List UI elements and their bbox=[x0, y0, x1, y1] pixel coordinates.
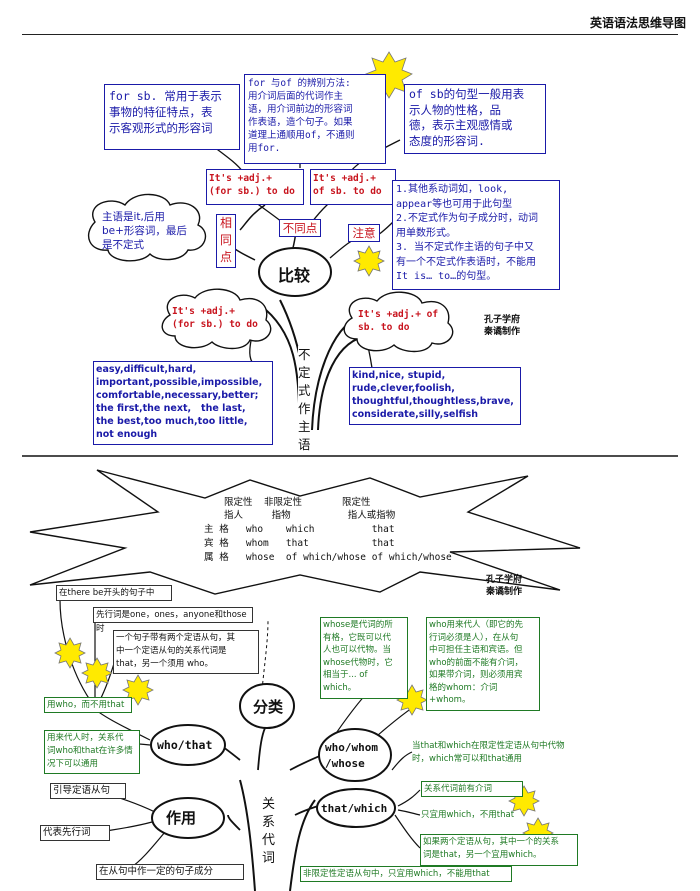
classify-label: 分类 bbox=[253, 698, 284, 716]
who-whom-explanation-box: who用来代人（即它的先 行词必须是人），在从句 中可担任主语和宾语。但 who… bbox=[426, 617, 540, 711]
antecedent-box: 先行词是one，ones，anyone和those时 bbox=[93, 607, 253, 634]
note-detail-box: 1.其他系动词如，look, appear等也可用于此句型 2.不定式作为句子成… bbox=[392, 180, 560, 290]
clause-role-box: 在从句中作一定的句子成分 bbox=[96, 864, 244, 880]
star-row-objective: 宾 格 whom that that bbox=[204, 538, 395, 549]
branch-right-4 bbox=[391, 751, 413, 771]
trunk-left bbox=[239, 779, 256, 891]
starburst-b2 bbox=[81, 657, 113, 689]
classify-ellipse bbox=[239, 683, 295, 729]
star-row-nominative: 主 格 who which that bbox=[204, 524, 395, 535]
cloud-of-text: It's +adj.+ of sb. to do bbox=[358, 309, 439, 333]
who-that-ellipse bbox=[150, 724, 226, 766]
branch-function bbox=[227, 814, 241, 831]
use-who-box: 用who，而不用that bbox=[44, 697, 132, 713]
page-header-title: 英语语法思维导图 bbox=[589, 16, 686, 30]
header-rule bbox=[22, 34, 678, 35]
same-point-box: 相 同 点 bbox=[216, 214, 236, 268]
compare-label: 比较 bbox=[278, 266, 311, 285]
branch-right-3 bbox=[394, 814, 421, 849]
that-which-label: that/which bbox=[321, 802, 388, 815]
starburst-b1 bbox=[54, 637, 86, 669]
credit-bottom: 孔子学府 秦谲制作 bbox=[486, 575, 523, 597]
of-sb-box: of sb的句型一般用表 示人物的性格，品 德，表示主观感情或 态度的形容词. bbox=[404, 84, 546, 154]
infinitive-subject-trunk: 不 定 式 作 主 语 bbox=[298, 346, 311, 454]
trunk-right bbox=[289, 799, 316, 891]
note-box-label: 注意 bbox=[348, 224, 380, 242]
subject-cloud-shape bbox=[87, 193, 207, 262]
starburst-note bbox=[353, 245, 385, 277]
branch-who-whom bbox=[289, 754, 323, 771]
who-that-label: who/that bbox=[157, 738, 213, 752]
who-that-explanation-box: 用来代人时，关系代 词who和that在许多情 况下可以通用 bbox=[44, 730, 140, 774]
whose-explanation-box: whose是代词的所 有格，它既可以代 人也可以代物。当 whose代物时，它 … bbox=[320, 617, 408, 699]
branch-classify bbox=[257, 727, 266, 771]
two-clauses-which-box: 如果两个定语从句，其中一个的关系 词是that，另一个宜用which。 bbox=[420, 834, 578, 866]
dashed-link bbox=[261, 619, 269, 691]
credit-top: 孔子学府 秦谲制作 bbox=[484, 315, 521, 337]
function-label: 作用 bbox=[166, 809, 197, 827]
adjectives-for-box: easy,difficult,hard, important,possible,… bbox=[93, 361, 273, 445]
star-row-possessive: 属 格 whose of which/whose of which/whose bbox=[204, 552, 452, 563]
lead-clause-box: 引导定语从句 bbox=[50, 783, 126, 799]
preposition-before-box: 关系代词前有介词 bbox=[421, 781, 523, 797]
branch-right-2 bbox=[397, 809, 421, 816]
branch-for-pattern bbox=[239, 204, 266, 231]
represent-antecedent-box: 代表先行词 bbox=[40, 825, 110, 841]
relative-pronoun-trunk: 关 系 代 词 bbox=[262, 796, 276, 868]
for-sb-box: for sb. 常用于表示 事物的特征特点，表 示客观形式的形容词 bbox=[104, 84, 240, 150]
cloud-for-shape bbox=[161, 288, 272, 350]
cloud-for-text: It's +adj.+ (for sb.) to do bbox=[172, 306, 258, 330]
only-which-text: 只宜用which，不用that bbox=[421, 810, 515, 820]
that-which-ellipse bbox=[316, 788, 396, 828]
cloud-of-shape bbox=[343, 291, 454, 353]
star-row-restrictive: 限定性 非限定性 限定性 bbox=[224, 497, 371, 508]
compare-ellipse bbox=[258, 247, 332, 297]
who-whom-whose-label: who/whom /whose bbox=[325, 741, 378, 770]
for-of-distinguish-box: for 与of 的辨别方法: 用介词后面的代词作主 语，用介词前边的形容词 作表… bbox=[244, 74, 386, 164]
who-whom-ellipse bbox=[318, 728, 392, 782]
two-clauses-who-box: 一个句子带有两个定语从句，其 中一个定语从句的关系代词是 that，另一个须用 … bbox=[113, 630, 259, 674]
nonrestrictive-which-box: 非限定性定语从句中，只宜用which，不能用that bbox=[300, 866, 512, 882]
that-which-note: 当that和which在限定性定语从句中代物 时，which常可以和that通用 bbox=[412, 741, 565, 764]
there-be-box: 在there be开头的句子中 bbox=[56, 585, 172, 601]
branch-right-1 bbox=[397, 789, 421, 807]
adjectives-of-box: kind,nice, stupid, rude,clever,foolish, … bbox=[349, 367, 521, 425]
star-row-person-thing: 指人 指物 指人或指物 bbox=[224, 510, 396, 521]
subject-cloud-text: 主语是it,后用 be+形容词，最后 是不定式 bbox=[102, 211, 187, 251]
different-point-box: 不同点 bbox=[279, 219, 321, 237]
branch-function-3 bbox=[129, 831, 166, 869]
relative-pronoun-star bbox=[29, 469, 581, 595]
of-pattern-box: It's +adj.+ of sb. to do bbox=[310, 169, 396, 205]
function-ellipse bbox=[151, 797, 225, 839]
for-pattern-box: It's +adj.+ (for sb.) to do bbox=[206, 169, 304, 205]
